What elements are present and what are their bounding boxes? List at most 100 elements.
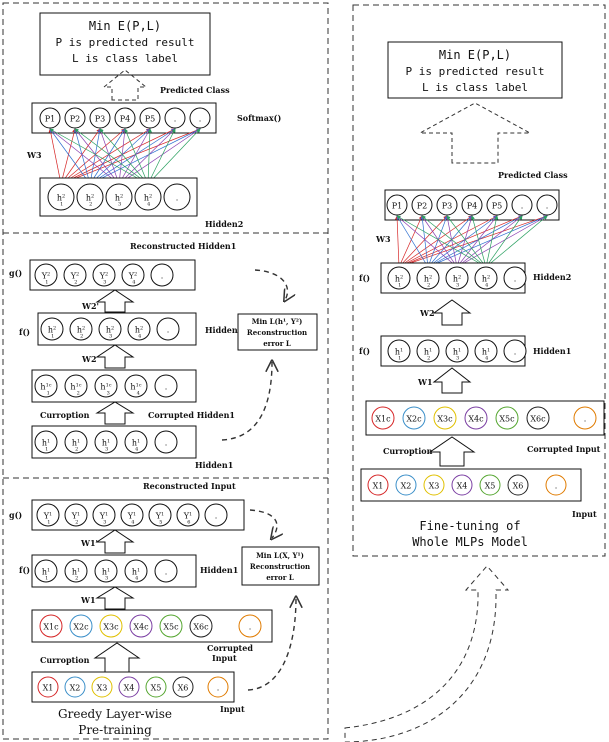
stage1-corrupted-node-label-1: X1c — [43, 623, 59, 632]
stage3-edge-4-4 — [124, 128, 149, 185]
stage3-objective-line3: L is class label — [72, 52, 178, 65]
stage3-hidden2-node-1-part-2: 2 — [62, 194, 65, 200]
stage2-corrupted-node-1-part-1: h — [40, 383, 45, 392]
stage3-edge-1-4 — [60, 128, 126, 185]
right-edge-3-3 — [445, 215, 458, 268]
right-hidden1-node-1 — [387, 339, 411, 363]
stage1-input-node-1 — [37, 676, 59, 698]
stage1-up-arrow-c — [93, 642, 141, 673]
stage1-recon-node-1-part-1: Y — [43, 512, 50, 521]
stage1-hidden1-node-5-part-1: . — [165, 568, 168, 577]
stage1-input-node-label-1: X1 — [43, 684, 54, 693]
stage3-edge-2-5 — [89, 128, 151, 185]
stage2-hidden2-node-2-part-3: 2 — [80, 334, 83, 340]
right-input-node-label-6: X6 — [513, 482, 524, 491]
stage2-dashed-arrow-in — [221, 362, 272, 441]
right-hidden1-node-2-part-1: h — [424, 348, 429, 357]
stage3-output-node-3 — [89, 107, 111, 129]
stage3-edge-3-5 — [118, 128, 151, 185]
stage1-hidden1-node-2-part-2: 1 — [77, 568, 80, 574]
right-corrupted-node-6 — [526, 406, 550, 430]
right-edge-1-4 — [398, 215, 473, 268]
right-objective-line1: Min E(P,L) — [439, 48, 511, 62]
stage2-hidden1-node-3-part-3: 3 — [105, 447, 108, 453]
stage2-up-arrow-b — [95, 344, 135, 369]
right-corrupted-node-1 — [371, 406, 395, 430]
stage3-output-node-label-1: P1 — [45, 115, 55, 124]
right-edge-4-3 — [446, 215, 487, 268]
right-input-node-5 — [479, 474, 501, 496]
stage1-recon-node-1-part-2: 1 — [49, 512, 52, 518]
stage3-edge-1-6 — [60, 128, 176, 185]
stage1-corrupted-label-1: Corrupted — [207, 643, 253, 653]
stage1-recon-node-5-part-1: Y — [155, 512, 162, 521]
stage3-hidden2-node-2-part-2: 2 — [91, 194, 94, 200]
right-hidden2-node-4-part-2: 2 — [487, 275, 490, 281]
stage2-recon-node-4-part-2: 2 — [134, 272, 137, 278]
right-hidden1-node-4-part-3: 4 — [485, 356, 488, 362]
right-edge-2-3 — [427, 215, 448, 268]
stage2-up-arrow-a — [95, 289, 135, 313]
stage1-recon-node-1-part-3: 1 — [47, 520, 50, 526]
stage2-hidden1-node-4-part-1: h — [132, 439, 137, 448]
right-input-node-label-1: X1 — [373, 482, 384, 491]
stage3-edge-1-3 — [60, 128, 101, 185]
stage1-corrupted-node-label-3: X3c — [103, 623, 119, 632]
stage3-edge-1-1 — [48, 128, 62, 185]
stage2-dashed-arrow-out — [254, 269, 287, 300]
stage1-recon-node-3-part-1: Y — [99, 512, 106, 521]
right-corrupted-node-label-7: . — [584, 415, 587, 424]
right-output-node-1 — [386, 194, 408, 216]
right-edge-2-4 — [427, 215, 473, 268]
stage1-corrupted-node-3 — [99, 614, 123, 638]
right-hidden1-node-4-part-2: 1 — [487, 348, 490, 354]
stage3-edge-4-3 — [99, 128, 149, 185]
stage2-corrupted-node-1-part-2: 1c — [46, 383, 52, 389]
stage2-recon-node-5 — [150, 263, 174, 287]
right-hidden2-node-2-part-3: 2 — [427, 283, 430, 289]
stage3-output-node-2 — [64, 107, 86, 129]
stage3-hidden2-node-4-part-3: 4 — [147, 202, 150, 208]
right-output-node-3 — [436, 194, 458, 216]
stage1-hidden1-node-4 — [124, 559, 148, 583]
stage2-corrupted-node-4 — [124, 374, 148, 398]
stage1-hidden1-node-1-part-3: 1 — [45, 576, 48, 582]
stage1-dashed-arrow-in — [247, 598, 296, 691]
right-output-node-4 — [461, 194, 483, 216]
stage2-hidden2-node-2 — [69, 317, 93, 341]
right-input-node-label-7: . — [555, 482, 558, 491]
right-edge-1-7 — [398, 215, 548, 268]
stage3-output-node-label-5: P5 — [145, 115, 155, 124]
stage1-corrupted-label-2: Input — [212, 653, 237, 663]
right-hidden1-node-4-part-1: h — [482, 348, 487, 357]
right-hidden1-node-5 — [503, 339, 527, 363]
stage1-recon-node-6 — [176, 503, 200, 527]
right-edge-3-2 — [421, 215, 458, 268]
right-corrupted-node-label-6: X6c — [530, 415, 546, 424]
right-output-node-label-6: . — [521, 202, 524, 211]
stage2-hidden1-node-4-part-2: 1 — [137, 439, 140, 445]
stage1-hidden1-node-2-part-3: 2 — [75, 576, 78, 582]
stage3-hidden2-node-2-part-3: 2 — [89, 202, 92, 208]
stage2-recon-node-3-part-2: 2 — [105, 272, 108, 278]
stage1-input-node-label-7: . — [217, 684, 220, 693]
stage3-hidden2-node-3 — [105, 183, 133, 211]
right-input-label: Input — [572, 509, 597, 519]
stage1-hidden1-node-3 — [94, 559, 118, 583]
stage2-hidden1-node-3-part-2: 1 — [107, 439, 110, 445]
right-edge-1-5 — [398, 215, 498, 268]
stage2-corrupted-node-2-part-1: h — [70, 383, 75, 392]
right-edge-1-2 — [398, 215, 423, 268]
